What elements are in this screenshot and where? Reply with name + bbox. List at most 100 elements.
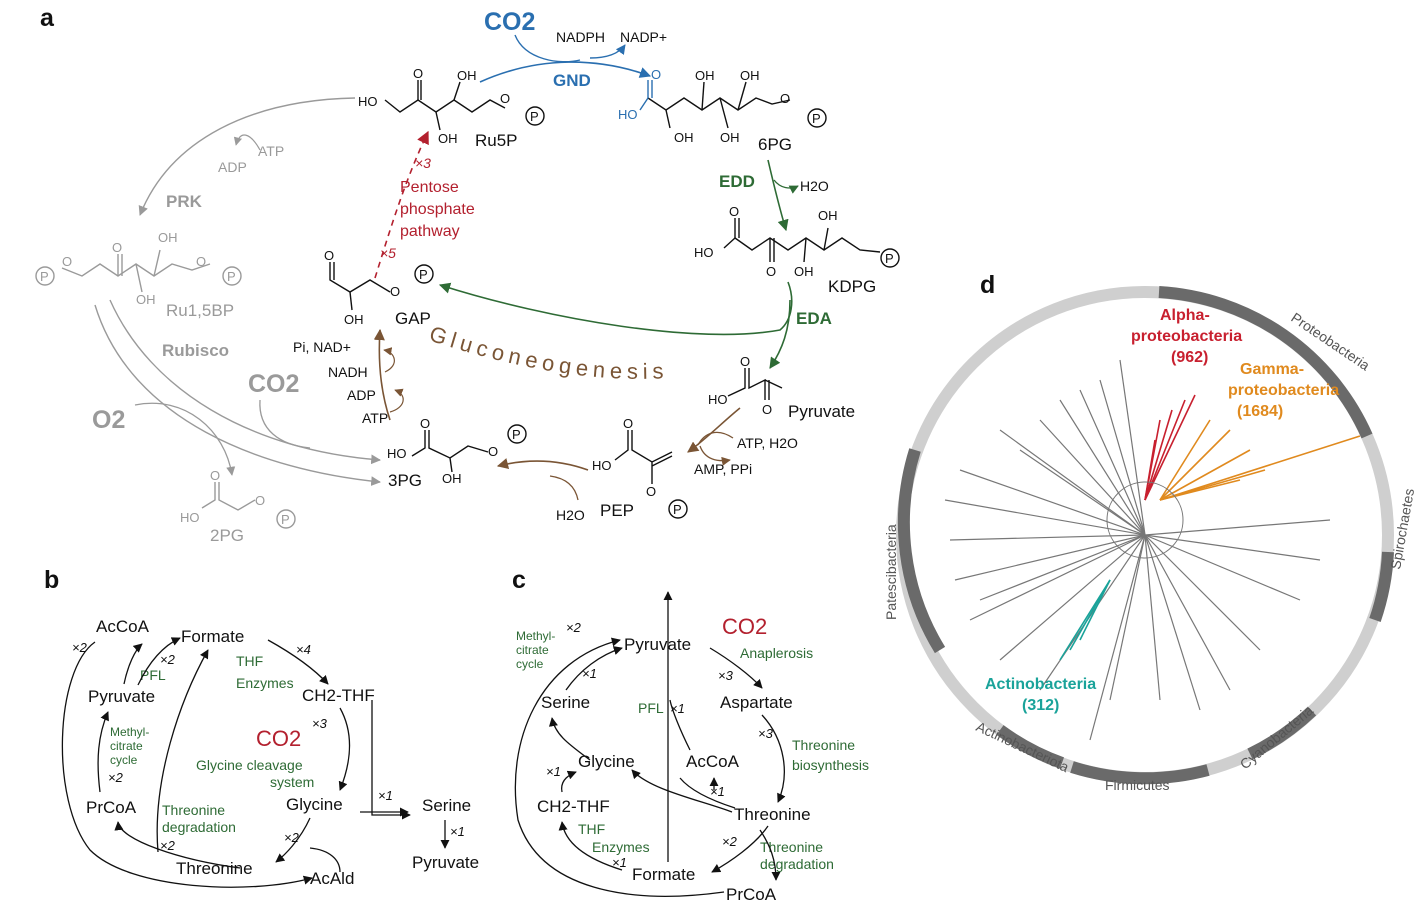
pi-nad-label: Pi, NAD+: [293, 339, 351, 355]
pg6-o-link: O: [780, 91, 790, 106]
tree-gamma-branches: [1159, 419, 1361, 501]
adp-label: ADP: [347, 387, 376, 403]
d-actino-1: Actinobacteria: [985, 676, 1096, 693]
prk-arrow: [138, 97, 356, 216]
c-prcoa: PrCoA: [726, 885, 777, 904]
pyruvate-o-2: O: [762, 402, 772, 417]
c-serine: Serine: [541, 693, 590, 712]
amp-ppi-label: AMP, PPi: [694, 461, 752, 477]
pg2-label: 2PG: [210, 526, 244, 545]
panel-label-d: d: [980, 271, 995, 299]
pep-o: O: [623, 416, 633, 431]
pg3-structure: [411, 424, 527, 473]
b-gcs-2: system: [270, 774, 314, 790]
pep-o-link: O: [646, 484, 656, 499]
c-mult-x3a: ×3: [718, 668, 734, 683]
d-alpha-2: proteobacteria: [1131, 328, 1242, 345]
gap-o-aldehyde: O: [324, 248, 334, 263]
b-glycine: Glycine: [286, 795, 343, 814]
kdpg-label: KDPG: [828, 277, 876, 296]
ru15bp-label: Ru1,5BP: [166, 301, 234, 320]
b-mc-3: cycle: [110, 753, 138, 767]
atp-adp-curve: [389, 388, 404, 413]
pg6-o: O: [651, 67, 661, 82]
pyruvate-o-1: O: [740, 354, 750, 369]
kdpg-oh-2: OH: [818, 208, 838, 223]
pg6-ho: HO: [618, 107, 638, 122]
ru15bp-phosphate-1: P: [40, 269, 49, 284]
edd-h2o: H2O: [800, 178, 829, 194]
pg3-oh: OH: [442, 471, 462, 486]
c-formate: Formate: [632, 865, 695, 884]
pg2-ho: HO: [180, 510, 200, 525]
c-mult-x2b: ×2: [722, 834, 738, 849]
ppp-label-1: Pentose: [400, 179, 459, 196]
kdpg-phosphate: P: [885, 251, 894, 266]
ru5p-phosphate: P: [530, 109, 539, 124]
o2-label: O2: [92, 406, 125, 434]
c-mc-2: citrate: [516, 643, 549, 657]
pg3-o: O: [420, 416, 430, 431]
b-mult-x1a: ×1: [378, 788, 393, 803]
b-mc-1: Methyl-: [110, 725, 149, 739]
pg6-oh-2: OH: [740, 68, 760, 83]
co2-top-label: CO2: [484, 8, 535, 36]
pep-ho: HO: [592, 458, 612, 473]
panel-b: b AcCoA Formate ×2 ×2 PFL Pyruvate THF E…: [44, 566, 479, 888]
rubisco-label: Rubisco: [162, 341, 229, 360]
ru5p-label: Ru5P: [475, 131, 518, 150]
tree-actino-branches: [1059, 579, 1111, 661]
pg6-phosphate: P: [812, 111, 821, 126]
b-td-2: degradation: [162, 819, 236, 835]
pg6-structure: [639, 80, 827, 129]
kdpg-oh-1: OH: [794, 264, 814, 279]
nadp-label: NADP+: [620, 29, 667, 45]
pep-phosphate: P: [673, 502, 682, 517]
nadh-curve: [383, 347, 395, 373]
eda-to-gap-arrow: [438, 281, 793, 336]
c-co2: CO2: [722, 614, 767, 639]
b-acald: AcAld: [310, 869, 354, 888]
panel-c: c Methyl- citrate cycle ×2 Pyruvate CO2 …: [512, 566, 869, 904]
atp-h2o-label: ATP, H2O: [737, 435, 798, 451]
edd-enzyme-label: EDD: [719, 172, 755, 191]
c-ch2thf: CH2-THF: [537, 797, 610, 816]
prk-enzyme-label: PRK: [166, 192, 203, 211]
d-alpha-1: Alpha-: [1160, 307, 1210, 324]
ru15bp-structure: [35, 249, 242, 293]
edd-water-out: [773, 179, 799, 194]
b-mult-x2c: ×2: [108, 770, 124, 785]
c-tb-1: Threonine: [792, 737, 855, 753]
pg3-phosphate: P: [512, 427, 521, 442]
kdpg-o-ketone: O: [766, 264, 776, 279]
ppp-label-3: pathway: [400, 223, 460, 240]
c-mult-x1a: ×1: [582, 666, 597, 681]
ppp-multiplier-3: ×3: [415, 155, 431, 171]
tree-root-arc: [1106, 481, 1184, 559]
c-pfl: PFL: [638, 700, 664, 716]
ru5p-ho: HO: [358, 94, 378, 109]
b-formate: Formate: [181, 627, 244, 646]
pg3-label: 3PG: [388, 471, 422, 490]
b-thf-2: Enzymes: [236, 675, 294, 691]
water-in-curve: [549, 475, 579, 501]
b-mult-x2a: ×2: [72, 640, 88, 655]
b-mult-x4: ×4: [296, 642, 311, 657]
ru5p-oh-bottom: OH: [438, 131, 458, 146]
panel-a: a CO2 NADPH NADP+ GND HO O OH OH O P Ru5…: [35, 4, 900, 545]
panel-label-c: c: [512, 566, 526, 594]
pps-arrow: [687, 407, 741, 453]
ru15bp-o-3: O: [196, 254, 206, 269]
ru15bp-phosphate-2: P: [227, 269, 236, 284]
kdpg-ho: HO: [694, 245, 714, 260]
enolase-arrow: [496, 458, 589, 471]
c-td-2: degradation: [760, 856, 834, 872]
co2-gray-label: CO2: [248, 370, 299, 398]
nadp-out-curve: [589, 44, 626, 59]
d-firmicutes: Firmicutes: [1105, 777, 1170, 793]
c-tb-2: biosynthesis: [792, 757, 869, 773]
d-gamma-2: proteobacteria: [1228, 382, 1339, 399]
b-pyruvate-2: Pyruvate: [412, 853, 479, 872]
d-cyanobacteria: Cyanobacteria: [1237, 702, 1317, 772]
panel-label-b: b: [44, 566, 59, 594]
